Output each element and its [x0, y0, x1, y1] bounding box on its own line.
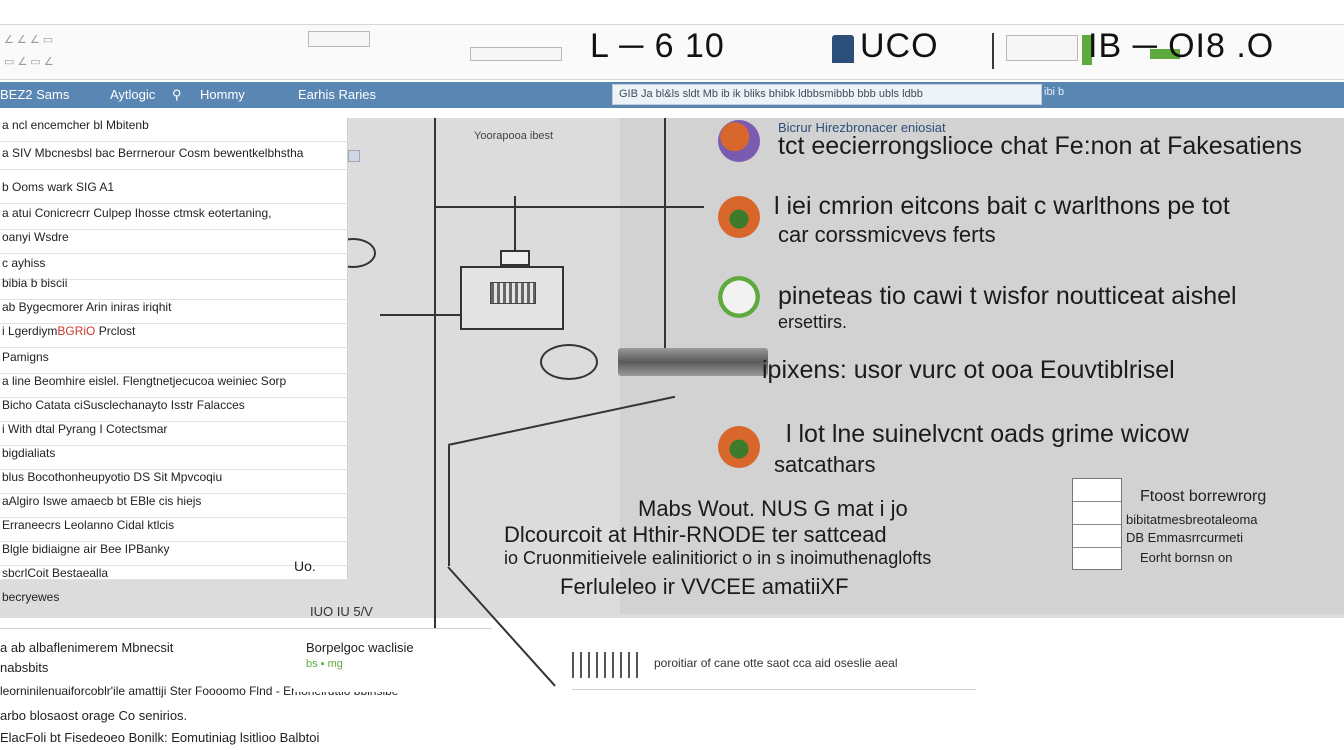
device-vent	[490, 282, 536, 304]
device-cap[interactable]	[500, 250, 530, 266]
mini-info-panel	[294, 632, 490, 692]
left-list-panel: a ncl encemcher bl Mbitenb a SIV Mbcnesb…	[0, 118, 348, 580]
list-item[interactable]: bigdialiats	[0, 446, 348, 470]
menu-item-icon[interactable]: ⚲	[172, 87, 182, 102]
annotation-1-text: tct eecierrongslioce chat Fe:non at Fake…	[778, 132, 1302, 160]
menu-item-1[interactable]: Aytlogic	[110, 87, 156, 102]
mid-caption-4: Ferluleleo ir VVCEE amatiiXF	[560, 574, 849, 599]
diagram-line	[434, 206, 704, 208]
annotation-1-icon	[718, 120, 760, 162]
list-item[interactable]: Blgle bidiaigne air Bee IPBanky	[0, 542, 348, 566]
title-bar: ∠ ∠ ∠ ▭ ▭ ∠ ▭ ∠ L ─ 6 10 UCO IB ─ OI8 .O	[0, 24, 1344, 80]
list-item-text: i Lgerdiym	[2, 324, 58, 338]
cable-loop	[540, 344, 598, 380]
legend-swatch-grid	[1072, 478, 1122, 570]
scale-readout: IUO IU 5/V	[310, 604, 373, 619]
diagram-caption: Yoorapooa ibest	[474, 130, 554, 142]
list-item[interactable]: Erraneecrs Leolanno Cidal ktlcis	[0, 518, 348, 542]
title-search-box[interactable]	[1006, 35, 1078, 61]
brand-mark-icon	[1082, 35, 1092, 65]
annotation-5-icon	[718, 426, 760, 468]
diagram-line	[448, 446, 450, 566]
list-item-flag: BGRiO	[57, 324, 96, 338]
list-item[interactable]: a SIV Mbcnesbsl bac Berrnerour Cosm bewe…	[0, 146, 348, 170]
mini-info-title: Borpelgoc waclisie	[306, 640, 414, 655]
toolbar-strip[interactable]: GIB Ja bl&ls sldt Mb ib ik bliks bhibk l…	[612, 84, 1042, 105]
cylinder-part[interactable]	[618, 348, 768, 376]
brand-mark-bar-icon	[1150, 49, 1180, 59]
bottom-row-1: a ab albaflenimerem Mbnecsit	[0, 640, 174, 655]
app-title-right: IB ─ OI8 .O	[1088, 27, 1275, 65]
legend-line-4: Eorht bornsn on	[1140, 550, 1233, 565]
list-item[interactable]: becryewes	[2, 590, 60, 604]
toolbar-field-2[interactable]	[470, 47, 562, 61]
mid-caption-2: Dlcourcoit at Hthir-RNODE ter sattcead	[504, 522, 887, 547]
toolbar-strip-end[interactable]: ibi b	[1044, 86, 1065, 98]
bottom-row-5[interactable]: ElacFoli bt Fisedeoeo Bonilk: Eomutiniag…	[0, 730, 320, 745]
brand-logo-icon	[832, 35, 854, 63]
annotation-4-text: ipixens: usor vurc ot ooa Eouvtiblrisel	[762, 356, 1175, 384]
toolbar-faint-row-2: ▭ ∠ ▭ ∠	[4, 56, 54, 68]
legend-line-2: bibitatmesbreotaleoma	[1126, 512, 1258, 527]
app-title-left: L ─ 6 10	[590, 27, 725, 65]
legend-line-3: DB Emmasrrcurmeti	[1126, 530, 1244, 545]
toolbar-faint-row-1: ∠ ∠ ∠ ▭	[4, 34, 54, 46]
diagram-line	[380, 314, 462, 316]
list-item[interactable]: sbcrlCoit Bestaealla	[0, 566, 348, 580]
annotation-3-text: pineteas tio cawi t wisfor noutticeat ai…	[778, 282, 1237, 310]
list-item[interactable]: oanyi Wsdre	[0, 230, 348, 254]
list-item-tail: Prclost	[95, 324, 136, 338]
annotation-3-sub: ersettirs.	[778, 312, 848, 332]
footer-caption: poroitiar of cane otte saot cca aid oses…	[654, 656, 898, 670]
annotation-2-icon	[718, 196, 760, 238]
list-item[interactable]: c ayhiss	[0, 256, 348, 280]
mini-info-sub: bs ▪ mg	[306, 658, 343, 670]
toolbar-field[interactable]	[308, 31, 370, 47]
bottom-row-4: arbo blosaost orage Co senirios.	[0, 708, 188, 723]
annotation-5-text: l lot lne suinelvcnt oads grime wicow	[786, 420, 1189, 448]
annotation-3-icon	[718, 276, 760, 318]
menu-item-3[interactable]: Earhis Raries	[298, 87, 377, 102]
panel-scroll-button[interactable]	[348, 150, 360, 162]
list-item[interactable]: b Ooms wark SIG A1	[0, 180, 348, 204]
list-item[interactable]: Bicho Catata ciSusclechanayto Isstr Fala…	[0, 398, 348, 422]
annotation-2-sub: car corssmicvevs ferts	[778, 222, 996, 247]
app-title-mid: UCO	[860, 27, 939, 65]
cable-loop-left	[330, 238, 376, 268]
bottom-row-2: nabsbits	[0, 660, 49, 675]
title-separator	[992, 33, 994, 69]
legend-title: Ftoost borrewrorg	[1140, 488, 1267, 505]
menu-item-0[interactable]: BEZ2 Sams	[0, 87, 70, 102]
footer-barcode-icon	[572, 652, 642, 678]
list-item[interactable]: Pamigns	[0, 350, 348, 374]
list-item[interactable]: ab Bygecmorer Arin iniras iriqhit	[0, 300, 348, 324]
list-item[interactable]: blus Bocothonheupyotio DS Sit Mpvcoqiu	[0, 470, 348, 494]
list-item[interactable]: aAlgiro Iswe amaecb bt EBle cis hiejs	[0, 494, 348, 518]
corner-label: Uo.	[294, 558, 316, 574]
menu-item-2[interactable]: Hommy	[200, 87, 245, 102]
annotation-5-sub: satcathars	[774, 452, 876, 477]
mid-caption-3: io Cruonmitieivele ealinitiorict o in s …	[504, 548, 932, 568]
menu-bar: BEZ2 Sams Aytlogic ⚲ Hommy Earhis Raries…	[0, 82, 1344, 108]
diagram-line	[664, 118, 666, 354]
list-item[interactable]: a line Beomhire eislel. Flengtnetjecucoa…	[0, 374, 348, 398]
list-item[interactable]: i LgerdiymBGRiO Prclost	[0, 324, 348, 348]
annotation-2-text: l iei cmrion eitcons bait c warlthons pe…	[774, 192, 1230, 220]
list-item[interactable]: a atui Conicrecrr Culpep Ihosse ctmsk eo…	[0, 206, 348, 230]
diagram-line	[434, 118, 436, 628]
mid-caption-1: Mabs Wout. NUS G mat i jo	[638, 496, 908, 521]
annotation-1-heading: Bicrur Hirezbronacer eniosiat	[778, 120, 946, 135]
list-item[interactable]: a ncl encemcher bl Mbitenb	[0, 118, 348, 142]
list-item[interactable]: i With dtal Pyrang I Cotectsmar	[0, 422, 348, 446]
list-item[interactable]: bibia b biscii	[0, 276, 348, 300]
diagram-line	[514, 196, 516, 252]
